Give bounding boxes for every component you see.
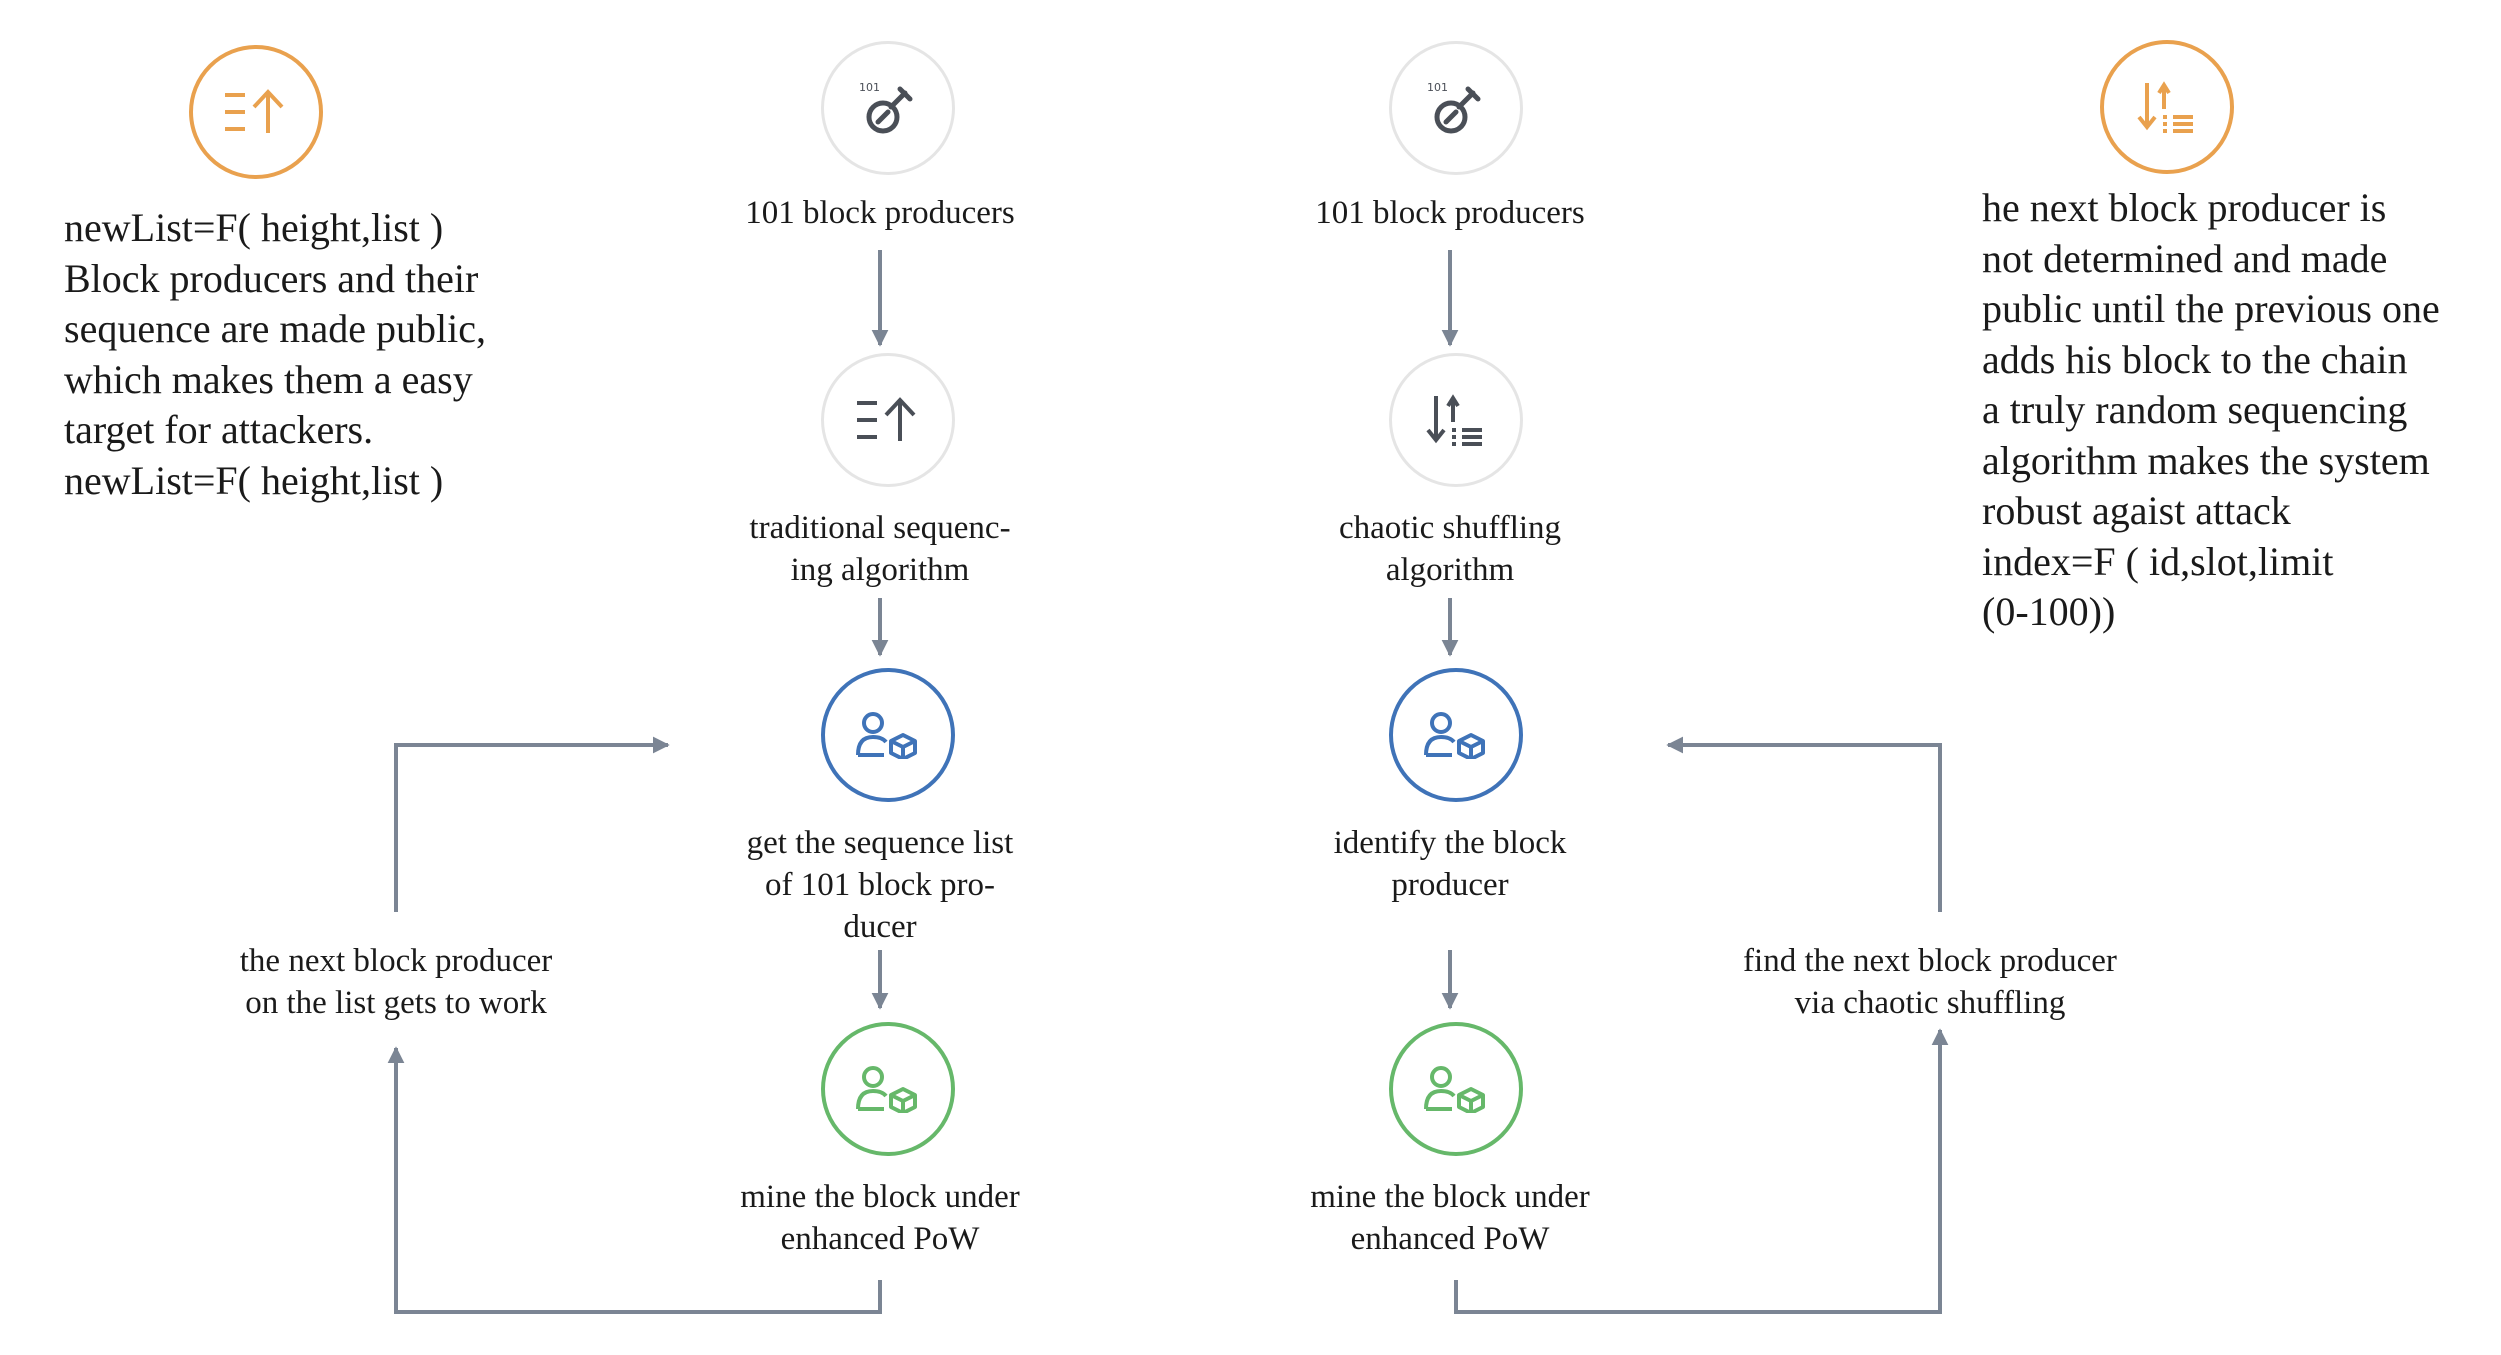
chaotic-algorithm-node <box>1389 353 1523 487</box>
traditional-producers-label: 101 block producers <box>745 195 1015 231</box>
sort-shuffle-icon <box>1426 394 1482 446</box>
chaotic-mine-label: mine the block under enhanced PoW <box>1310 1179 1590 1257</box>
sort-ascending-icon <box>225 89 284 133</box>
get-sequence-list-label: get the sequence list of 101 block pro- … <box>746 825 1014 945</box>
traditional-loop-label: the next block producer on the list gets… <box>239 943 553 1021</box>
sort-ascending-icon <box>857 397 916 441</box>
ascending-sort-icon-badge <box>189 45 323 179</box>
right-note-text: he next block producer is not determined… <box>1982 185 2440 634</box>
get-sequence-list-node <box>821 668 955 802</box>
identify-producer-node <box>1389 668 1523 802</box>
traditional-mine-label: mine the block under enhanced PoW <box>740 1179 1020 1257</box>
chaotic-loop-label: find the next block producer via chaotic… <box>1743 943 2117 1021</box>
traditional-algorithm-label: traditional sequenc- ing algorithm <box>749 510 1011 588</box>
user-block-icon <box>1424 712 1485 759</box>
loop-left-top <box>394 736 670 912</box>
user-block-icon <box>1424 1066 1485 1113</box>
loop-right-bottom <box>1454 1028 1949 1314</box>
user-block-icon <box>856 1066 917 1113</box>
chaotic-producers-label: 101 block producers <box>1315 195 1585 231</box>
sort-shuffle-icon <box>2137 81 2193 133</box>
block-producers-101-icon: 101 <box>1427 81 1481 134</box>
loop-right-top <box>1666 736 1942 912</box>
traditional-producers-node: 101 <box>821 41 955 175</box>
user-block-icon <box>856 712 917 759</box>
chaotic-algorithm-label: chaotic shuffling algorithm <box>1338 510 1562 588</box>
traditional-mine-node <box>821 1022 955 1156</box>
chaotic-producers-node: 101 <box>1389 41 1523 175</box>
loop-left-bottom <box>387 1046 882 1314</box>
shuffle-sort-icon-badge <box>2100 40 2234 174</box>
identify-producer-label: identify the block producer <box>1333 825 1567 903</box>
left-note-text: newList=F( height,list ) Block producers… <box>64 205 487 503</box>
traditional-algorithm-node <box>821 353 955 487</box>
block-producers-101-icon: 101 <box>859 81 913 134</box>
icon-101-badge: 101 <box>859 81 880 94</box>
chaotic-mine-node <box>1389 1022 1523 1156</box>
icon-101-badge: 101 <box>1427 81 1448 94</box>
